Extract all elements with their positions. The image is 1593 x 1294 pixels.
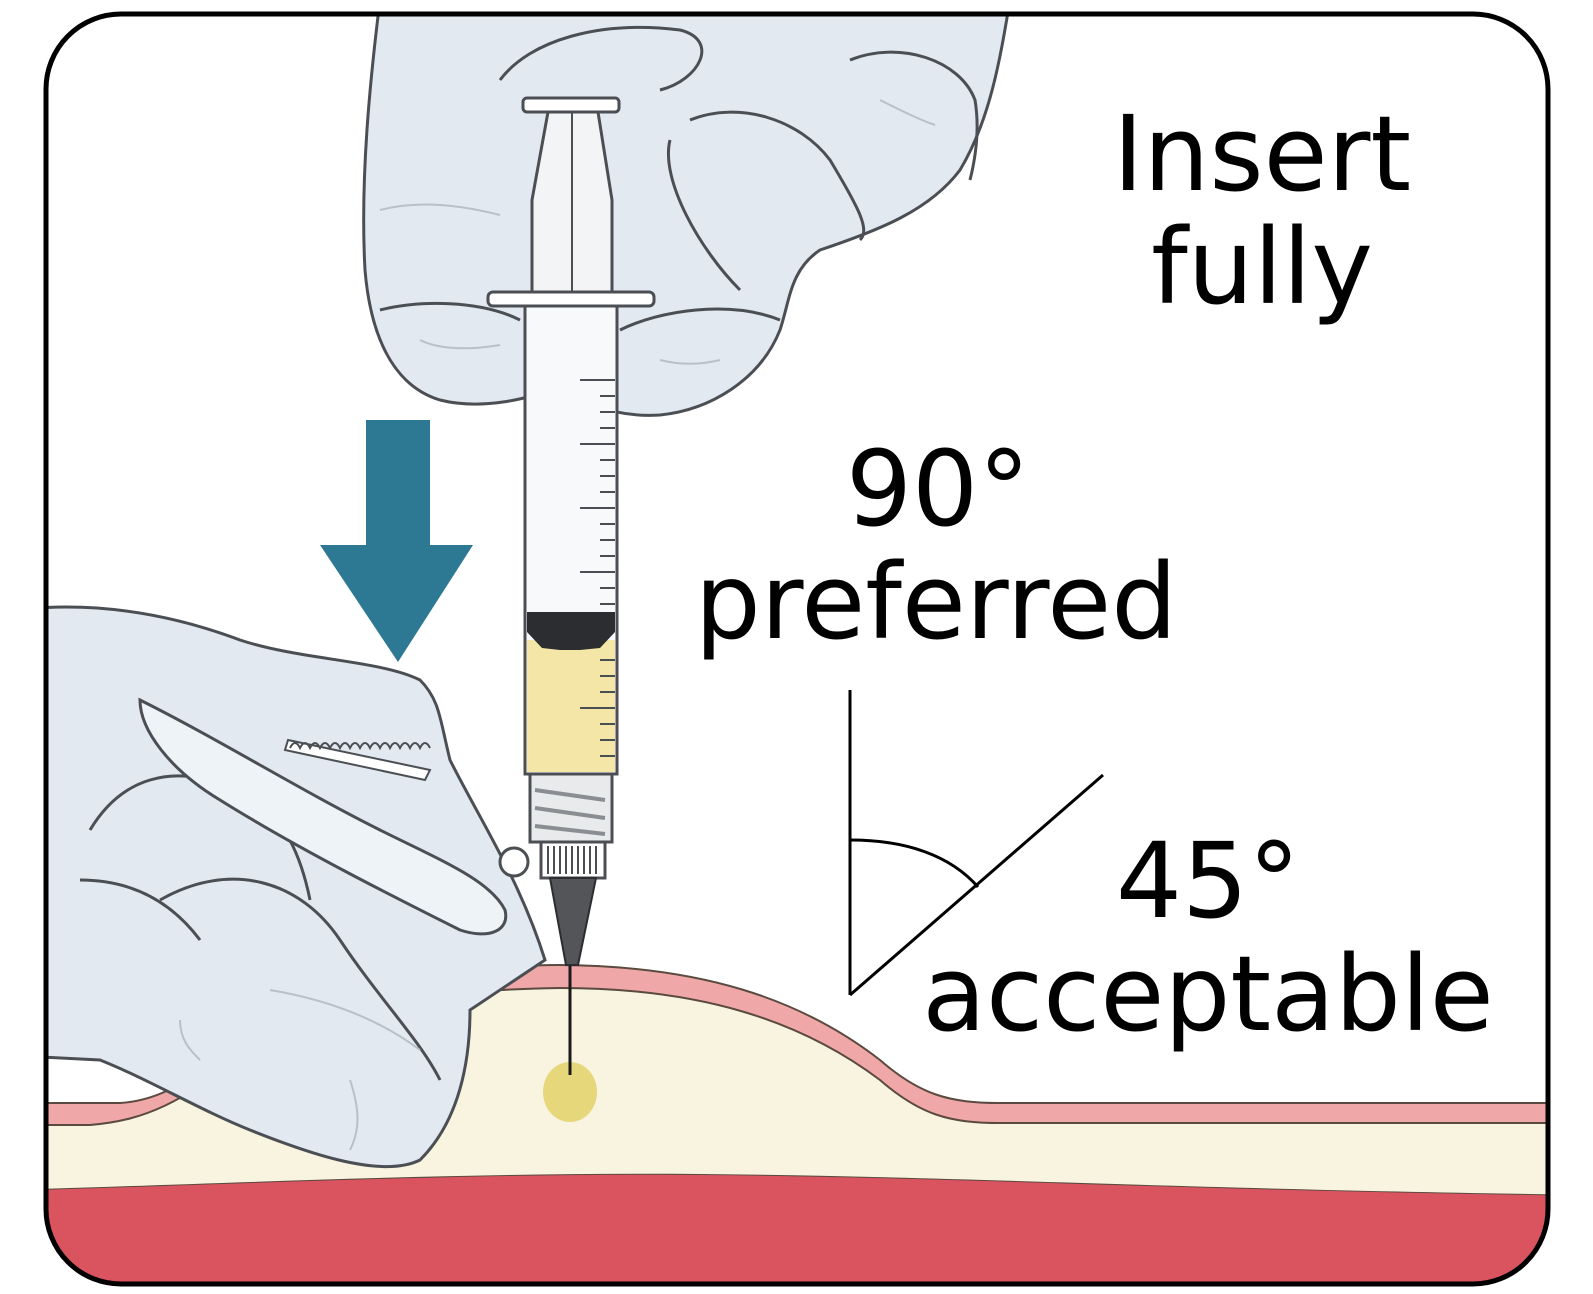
instruction-line2: fully [1151, 206, 1373, 328]
acceptable-angle-label: acceptable [922, 933, 1494, 1055]
acceptable-angle-value: 45° [1116, 820, 1300, 942]
instruction-line1: Insert [1113, 93, 1411, 215]
preferred-angle-value: 90° [846, 428, 1030, 550]
muscle-layer [0, 1174, 1593, 1294]
preferred-angle-label: preferred [695, 541, 1177, 663]
